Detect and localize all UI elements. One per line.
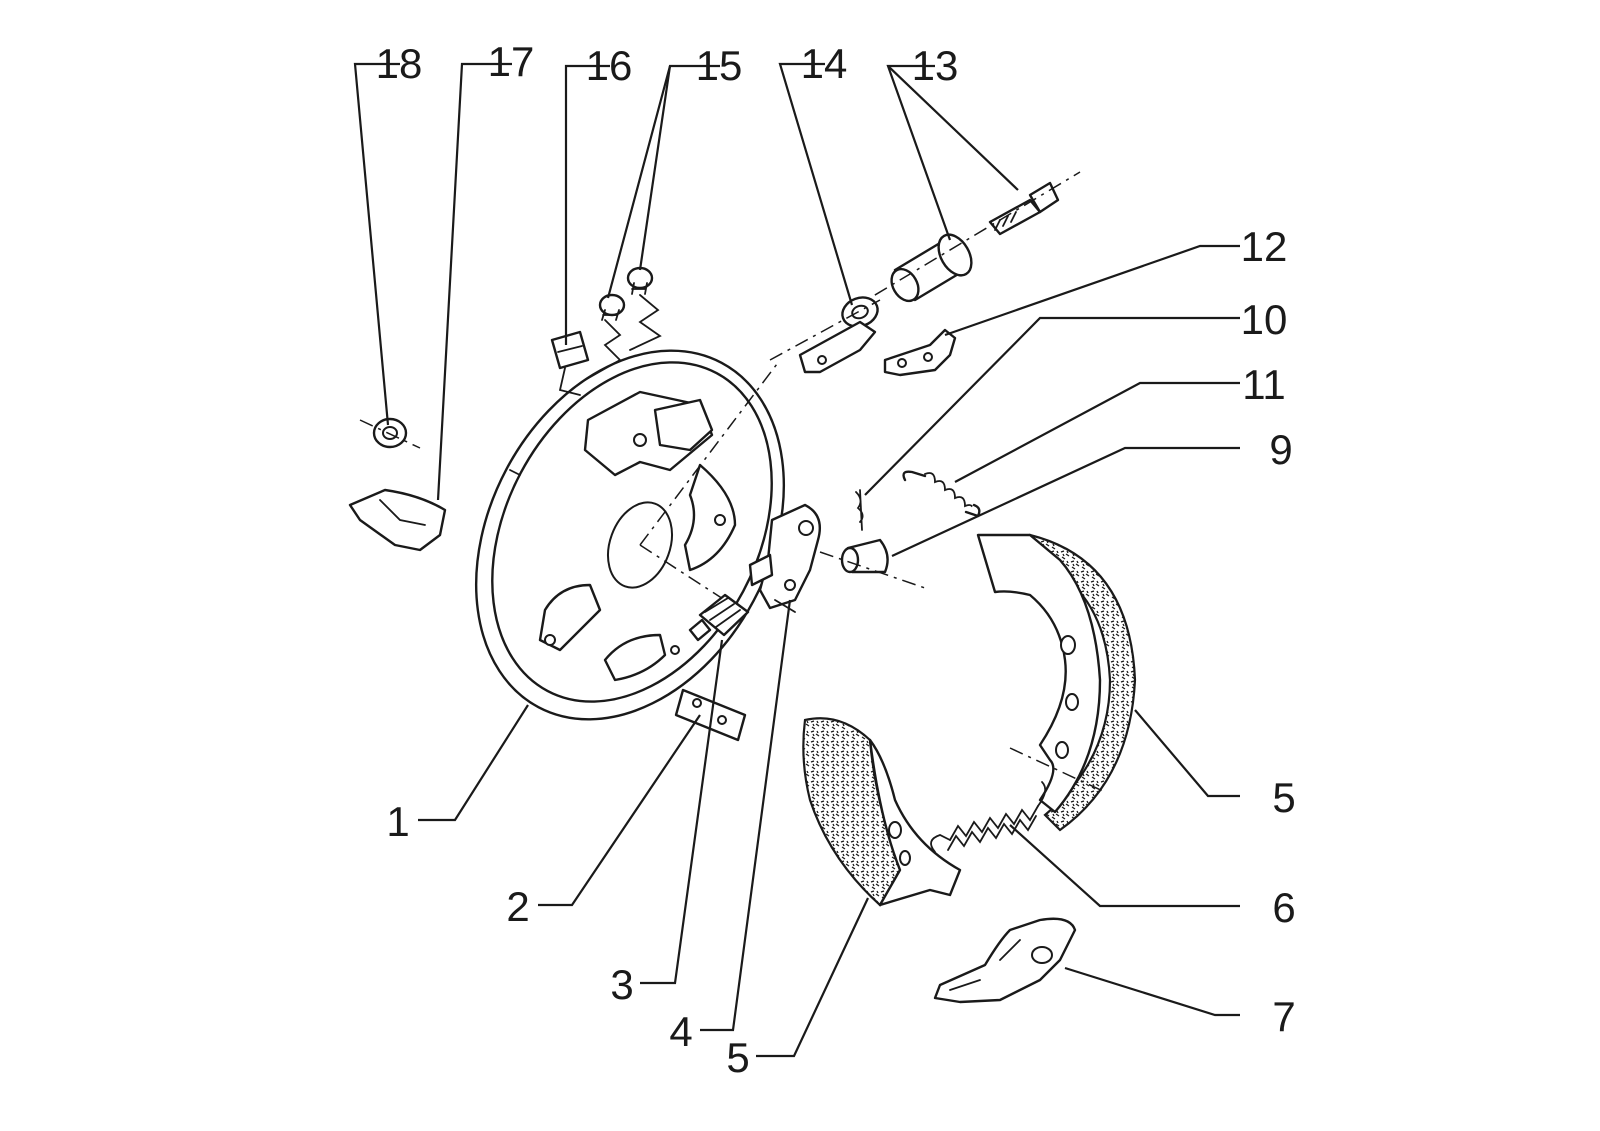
callout-4: 4 <box>669 1008 692 1055</box>
callout-18: 18 <box>376 40 423 87</box>
adjuster-lever <box>933 917 1077 1004</box>
callout-7: 7 <box>1272 993 1295 1040</box>
callout-11: 11 <box>1242 361 1286 408</box>
brake-shoe-lower <box>802 717 962 907</box>
retaining-pin <box>855 489 864 531</box>
return-spring <box>902 470 981 518</box>
callout-3: 3 <box>610 961 633 1008</box>
callout-labels: 18 17 16 15 14 13 12 10 11 9 5 6 7 1 2 3… <box>376 38 1296 1081</box>
callout-14: 14 <box>801 40 848 87</box>
callout-5-upper: 5 <box>1272 774 1295 821</box>
clip <box>550 330 590 396</box>
tension-spring <box>930 781 1047 853</box>
bolts <box>584 266 662 381</box>
piston-cap <box>819 538 926 589</box>
callout-9: 9 <box>1269 426 1292 473</box>
lever-plate <box>883 328 957 377</box>
leader-lines <box>353 62 1240 1058</box>
adjusting-lever <box>769 296 881 374</box>
callout-5-lower: 5 <box>726 1034 749 1081</box>
adjusting-screw <box>688 593 750 642</box>
callout-17: 17 <box>488 38 535 85</box>
callout-6: 6 <box>1272 884 1295 931</box>
adjuster-bar <box>674 688 747 742</box>
brake-shoe-upper <box>976 533 1137 832</box>
lever-bracket <box>748 503 822 613</box>
wheel-cylinder <box>849 171 1081 311</box>
spring-clip-plate <box>348 488 447 552</box>
callout-10: 10 <box>1241 296 1288 343</box>
nut <box>359 417 421 449</box>
callout-16: 16 <box>586 42 633 89</box>
callout-2: 2 <box>506 883 529 930</box>
callout-13: 13 <box>912 42 959 89</box>
callout-12: 12 <box>1241 223 1288 270</box>
callout-1: 1 <box>386 798 409 845</box>
callout-15: 15 <box>696 42 743 89</box>
